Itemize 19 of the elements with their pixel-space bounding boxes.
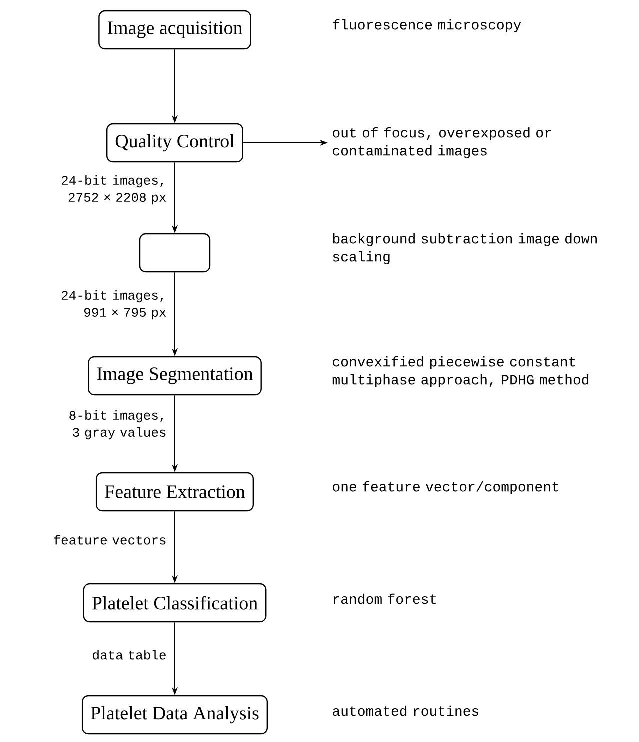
edge-label: feature vectors bbox=[54, 535, 166, 545]
note-text: background subtraction image down scaling bbox=[333, 233, 597, 265]
note-text: automated routines bbox=[333, 706, 478, 716]
note-text: out of focus, overexposed or contaminated images bbox=[333, 127, 552, 159]
note-text: random forest bbox=[334, 594, 436, 604]
edge-label: 24-bit images, 2752 × 2208 px bbox=[62, 175, 166, 205]
process-box: Platelet Classification bbox=[83, 583, 267, 623]
edge-label: 8-bit images, 3 gray values bbox=[70, 410, 166, 440]
edge-label: 24-bit images, 991 × 795 px bbox=[62, 290, 166, 320]
process-box: Feature Extraction bbox=[96, 472, 254, 512]
note-text: one feature vector/component bbox=[333, 481, 558, 495]
edge-label: data table bbox=[93, 650, 166, 660]
note-text: fluorescence microscopy bbox=[333, 19, 522, 33]
note-text: convexified piecewise constant multiphase approach, PDHG method bbox=[332, 356, 589, 388]
process-box bbox=[139, 233, 211, 273]
process-box: Image Segmentation bbox=[88, 356, 262, 396]
process-box: Image acquisition bbox=[98, 10, 252, 50]
process-box: Quality Control bbox=[106, 123, 244, 163]
process-box: Platelet Data Analysis bbox=[82, 695, 268, 735]
